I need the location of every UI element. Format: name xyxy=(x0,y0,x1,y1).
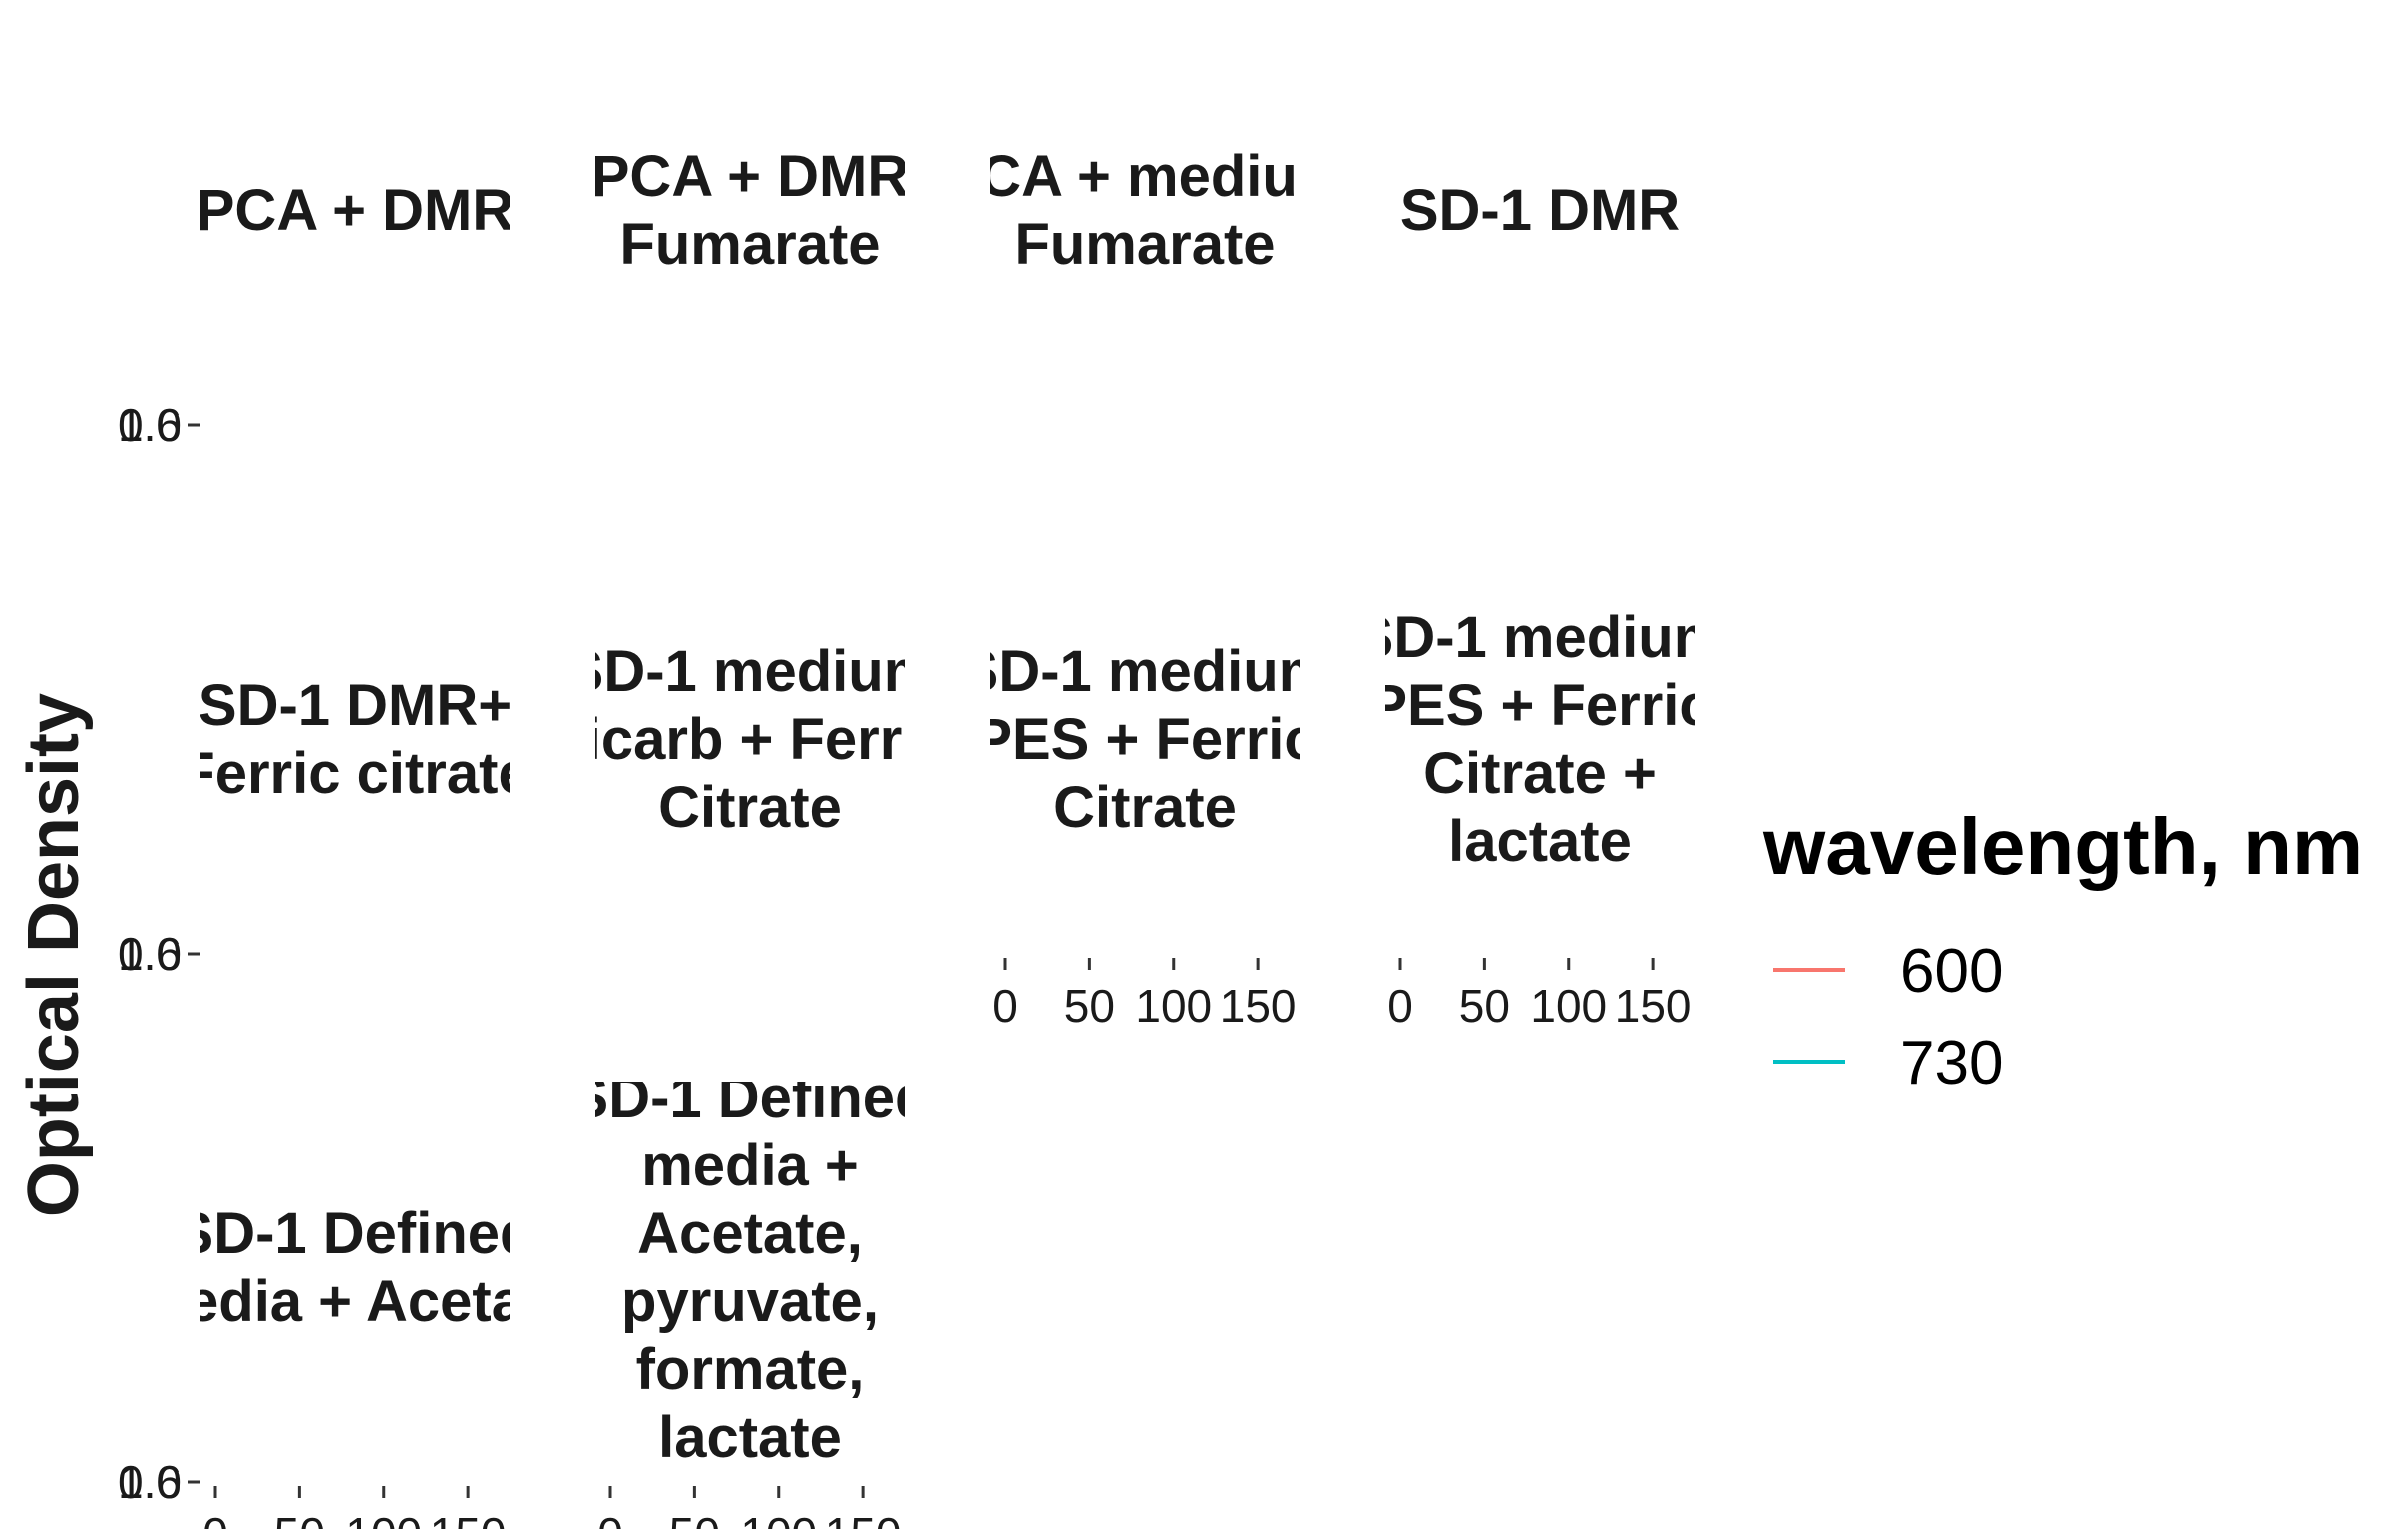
facet-strip-label: media + xyxy=(641,1133,859,1198)
y-tick-label: 0.6 xyxy=(118,928,182,980)
facet-strip-label: Citrate + xyxy=(1423,741,1657,806)
facet-strip-label: PCA + DMR xyxy=(591,144,910,209)
facet-strip-label: media + Acetate xyxy=(134,1269,575,1334)
facet-strip-label: pyruvate, xyxy=(621,1269,879,1334)
facet-strip-label: formate, xyxy=(636,1337,865,1402)
y-tick-label: 1.0 xyxy=(118,1456,182,1508)
facet-panel: PCA + DMR 0.61.0 xyxy=(118,178,515,451)
x-tick-label: 50 xyxy=(1459,980,1510,1032)
facet-strip-label: PES + Ferric xyxy=(1368,673,1711,738)
x-tick-label: 100 xyxy=(345,1508,422,1529)
legend-label: 600 xyxy=(1900,937,2003,1006)
y-tick-label: 1.0 xyxy=(118,399,182,451)
facet-strip-label: Fumarate xyxy=(619,212,880,277)
x-tick-label: 100 xyxy=(1530,980,1607,1032)
legend-label: 730 xyxy=(1900,1029,2003,1098)
x-tick-label: 50 xyxy=(1064,980,1115,1032)
facet-strip-label: SD-1 Defined xyxy=(570,1065,931,1130)
facet-strip-label: SD-1 Defined xyxy=(175,1201,536,1266)
facet-strip-label: PCA + DMR xyxy=(196,178,515,243)
facet-panel: SD-1 DMR+Ferric citrate 0.61.0 xyxy=(118,673,530,980)
facet-strip-label: Citrate xyxy=(1053,775,1237,840)
legend-entry: 600 xyxy=(1773,937,2003,1006)
facet-strip-label: SD-1 medium xyxy=(565,639,936,704)
facet-strip-label: PES + Ferric xyxy=(973,707,1316,772)
x-tick-label: 50 xyxy=(274,1508,325,1529)
facet-panel: SD-1 DMR xyxy=(1400,178,1680,243)
facet-strip-label: Citrate xyxy=(658,775,842,840)
y-tick-label: 0.6 xyxy=(118,399,182,451)
x-tick-label: 150 xyxy=(1615,980,1692,1032)
x-tick-label: 0 xyxy=(202,1508,228,1529)
facet-strip-label: Ferric citrate xyxy=(179,741,530,806)
facet-strip-label: lactate xyxy=(1448,809,1632,874)
facet-strip-label: SD-1 DMR+ xyxy=(198,673,512,738)
legend-entry: 730 xyxy=(1773,1029,2003,1098)
x-tick-label: 100 xyxy=(740,1508,817,1529)
x-tick-label: 150 xyxy=(430,1508,507,1529)
facet-strip-label: SD-1 medium xyxy=(1355,605,1726,670)
x-tick-label: 0 xyxy=(597,1508,623,1529)
x-tick-label: 150 xyxy=(825,1508,902,1529)
facet-strip-label: PCA + medium xyxy=(941,144,1350,209)
y-tick-label: 1.0 xyxy=(118,928,182,980)
legend-title: wavelength, nm xyxy=(1762,802,2363,891)
facet-strip-label: SD-1 DMR xyxy=(1400,178,1680,243)
facet-strip: PCA + DMR xyxy=(196,178,515,243)
x-tick-label: 0 xyxy=(1387,980,1413,1032)
x-tick-label: 150 xyxy=(1220,980,1297,1032)
x-tick-label: 100 xyxy=(1135,980,1212,1032)
y-tick-label: 0.6 xyxy=(118,1456,182,1508)
y-axis-title: Optical Density xyxy=(14,693,94,1217)
x-tick-label: 0 xyxy=(992,980,1018,1032)
facet-strip: SD-1 DMR xyxy=(1400,178,1680,243)
facet-strip-label: SD-1 medium xyxy=(960,639,1331,704)
facet-strip-label: Fumarate xyxy=(1014,212,1275,277)
facet-strip-label: bicarb + Ferric xyxy=(549,707,950,772)
facet-strip-label: Acetate, xyxy=(637,1201,863,1266)
x-tick-label: 50 xyxy=(669,1508,720,1529)
facet-strip-label: lactate xyxy=(658,1405,842,1470)
facet-strip: SD-1 DMR+Ferric citrate xyxy=(179,673,530,806)
